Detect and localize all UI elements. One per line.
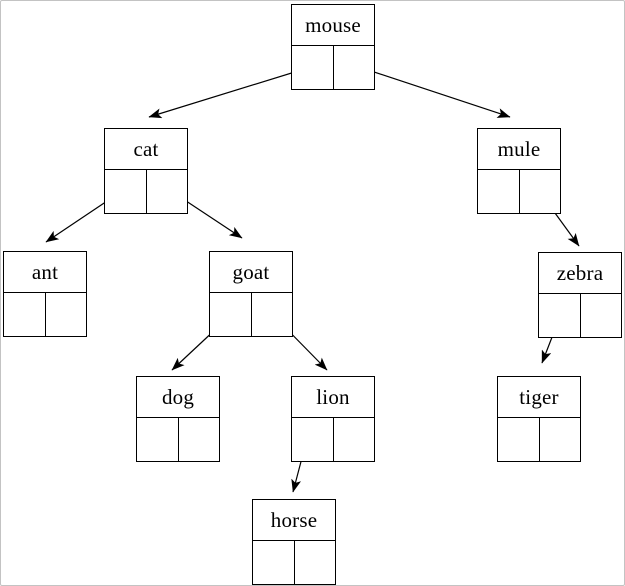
right-pointer-cell xyxy=(540,418,581,461)
left-pointer-cell xyxy=(539,294,581,337)
tree-node-zebra: zebra xyxy=(538,252,622,338)
node-label-mule: mule xyxy=(478,129,560,170)
tree-node-dog: dog xyxy=(136,376,220,462)
right-pointer-cell xyxy=(252,293,293,336)
tree-node-mouse: mouse xyxy=(291,4,375,90)
node-label-goat: goat xyxy=(210,252,292,293)
tree-node-goat: goat xyxy=(209,251,293,337)
right-pointer-cell xyxy=(334,46,375,89)
node-label-zebra: zebra xyxy=(539,253,621,294)
right-pointer-cell xyxy=(520,170,561,213)
right-pointer-cell xyxy=(334,418,375,461)
node-label-horse: horse xyxy=(253,500,335,541)
right-pointer-cell xyxy=(581,294,622,337)
pointer-cells xyxy=(539,294,621,337)
pointer-cells xyxy=(292,418,374,461)
tree-node-lion: lion xyxy=(291,376,375,462)
left-pointer-cell xyxy=(498,418,540,461)
left-pointer-cell xyxy=(4,293,46,336)
left-pointer-cell xyxy=(105,170,147,213)
pointer-cells xyxy=(210,293,292,336)
tree-node-tiger: tiger xyxy=(497,376,581,462)
right-pointer-cell xyxy=(295,541,336,584)
left-pointer-cell xyxy=(210,293,252,336)
node-label-lion: lion xyxy=(292,377,374,418)
pointer-cells xyxy=(253,541,335,584)
tree-node-horse: horse xyxy=(252,499,336,585)
tree-node-cat: cat xyxy=(104,128,188,214)
left-pointer-cell xyxy=(292,46,334,89)
node-label-cat: cat xyxy=(105,129,187,170)
pointer-cells xyxy=(4,293,86,336)
pointer-cells xyxy=(498,418,580,461)
right-pointer-cell xyxy=(179,418,220,461)
right-pointer-cell xyxy=(46,293,87,336)
left-pointer-cell xyxy=(137,418,179,461)
pointer-cells xyxy=(105,170,187,213)
node-label-dog: dog xyxy=(137,377,219,418)
node-label-ant: ant xyxy=(4,252,86,293)
tree-node-mule: mule xyxy=(477,128,561,214)
edge-mouse-left-cat xyxy=(148,66,312,119)
pointer-cells xyxy=(292,46,374,89)
left-pointer-cell xyxy=(478,170,520,213)
edge-mouse-right-mule xyxy=(352,64,511,118)
tree-node-ant: ant xyxy=(3,251,87,337)
node-label-mouse: mouse xyxy=(292,5,374,46)
right-pointer-cell xyxy=(147,170,188,213)
pointer-cells xyxy=(478,170,560,213)
left-pointer-cell xyxy=(292,418,334,461)
left-pointer-cell xyxy=(253,541,295,584)
node-label-tiger: tiger xyxy=(498,377,580,418)
pointer-cells xyxy=(137,418,219,461)
